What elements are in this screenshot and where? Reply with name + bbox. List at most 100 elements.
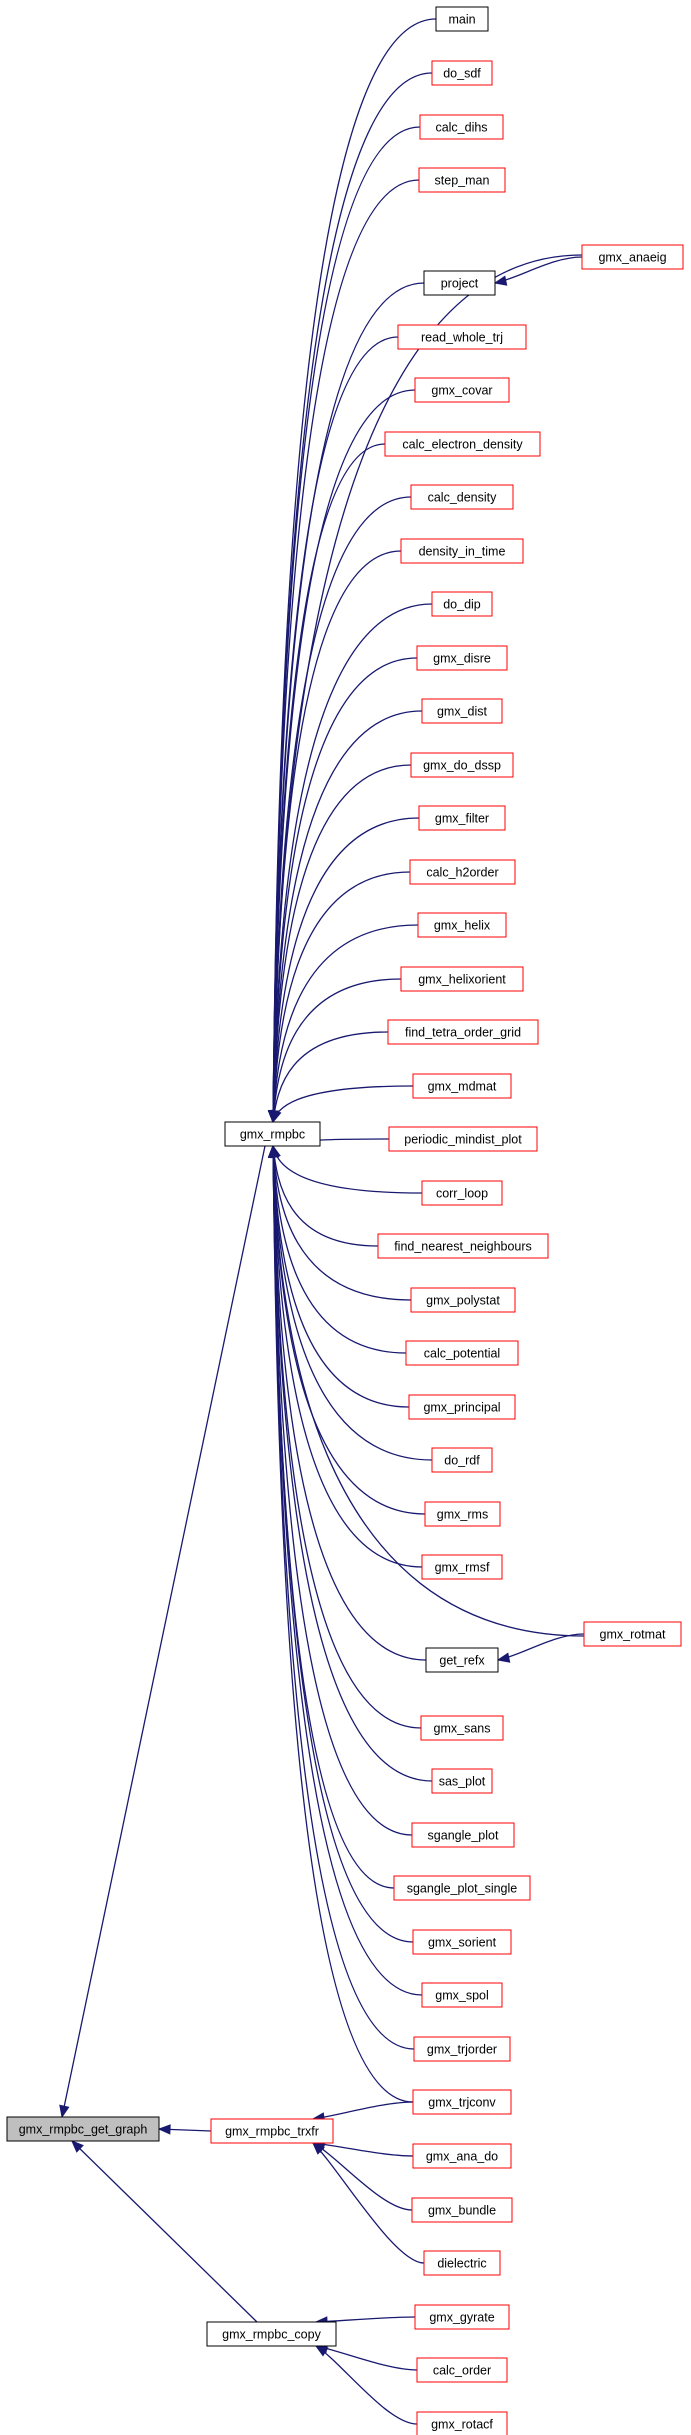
edge-gmx-trjorder-to-gmx-rmpbc: [272, 1145, 415, 2050]
node-gmx-anaeig[interactable]: gmx_anaeig: [581, 244, 684, 270]
node-gmx-filter[interactable]: gmx_filter: [418, 805, 506, 831]
node-calc-dihs[interactable]: calc_dihs: [419, 114, 504, 140]
node-calc-order[interactable]: calc_order: [416, 2357, 508, 2383]
node-box: [410, 752, 514, 778]
node-gmx-principal[interactable]: gmx_principal: [408, 1394, 516, 1420]
node-box: [431, 60, 493, 86]
edge-gmx-rotmat-to-gmx-rmpbc: [272, 1145, 585, 1637]
node-label: gmx_do_dssp: [423, 759, 501, 773]
node-box: [431, 1447, 493, 1473]
node-gmx-rms[interactable]: gmx_rms: [424, 1501, 501, 1527]
node-label: gmx_principal: [423, 1401, 500, 1415]
node-gmx-rotacf[interactable]: gmx_rotacf: [416, 2411, 508, 2435]
node-label: main: [448, 13, 475, 27]
node-label: calc_h2order: [426, 866, 498, 880]
node-box: [393, 1875, 531, 1901]
node-gmx-rmpbc-get-graph: gmx_rmpbc_get_graph: [6, 2116, 160, 2142]
node-get-refx[interactable]: get_refx: [425, 1647, 499, 1673]
node-do-rdf[interactable]: do_rdf: [431, 1447, 493, 1473]
node-do-dip[interactable]: do_dip: [431, 591, 493, 617]
node-gmx-rmpbc[interactable]: gmx_rmpbc: [224, 1121, 321, 1147]
node-label: calc_electron_density: [402, 438, 523, 452]
node-calc-electron-density[interactable]: calc_electron_density: [384, 431, 541, 457]
node-calc-h2order[interactable]: calc_h2order: [409, 859, 516, 885]
edge-gmx-helixorient-to-gmx-rmpbc: [272, 978, 402, 1123]
node-density-in-time[interactable]: density_in_time: [400, 538, 524, 564]
edge-get-refx-to-gmx-rmpbc: [272, 1145, 427, 1661]
edge-gmx-trjconv-to-gmx-rmpbc-arrowhead: [267, 1144, 279, 1158]
node-box: [581, 244, 684, 270]
node-sas-plot[interactable]: sas_plot: [431, 1768, 493, 1794]
node-gmx-trjorder[interactable]: gmx_trjorder: [413, 2036, 511, 2062]
node-box: [435, 6, 489, 32]
node-gmx-helixorient[interactable]: gmx_helixorient: [400, 966, 524, 992]
node-gmx-do-dssp[interactable]: gmx_do_dssp: [410, 752, 514, 778]
node-box: [424, 1501, 501, 1527]
node-label: gmx_dist: [437, 705, 488, 719]
edge-gmx-helix-to-gmx-rmpbc: [272, 924, 419, 1123]
edge-project-to-gmx-rmpbc: [272, 282, 425, 1123]
node-label: gmx_rmpbc_trxfr: [225, 2125, 319, 2139]
node-sgangle-plot[interactable]: sgangle_plot: [411, 1822, 515, 1848]
node-box: [408, 1394, 516, 1420]
node-read-whole-trj[interactable]: read_whole_trj: [397, 324, 527, 350]
edge-do-sdf-to-gmx-rmpbc: [272, 72, 433, 1123]
node-sgangle-plot-single[interactable]: sgangle_plot_single: [393, 1875, 531, 1901]
node-label: find_tetra_order_grid: [405, 1026, 521, 1040]
node-label: gmx_rmpbc: [240, 1128, 305, 1142]
node-gmx-rmpbc-trxfr[interactable]: gmx_rmpbc_trxfr: [210, 2118, 334, 2144]
edge-gmx-trjconv-to-gmx-rmpbc: [272, 1145, 414, 2103]
node-project[interactable]: project: [423, 270, 496, 296]
node-step-man[interactable]: step_man: [418, 167, 506, 193]
node-label: gmx_rmpbc_copy: [222, 2328, 321, 2342]
node-calc-potential[interactable]: calc_potential: [405, 1340, 519, 1366]
node-corr-loop[interactable]: corr_loop: [421, 1180, 503, 1206]
node-dielectric[interactable]: dielectric: [423, 2250, 501, 2276]
node-box: [423, 2250, 501, 2276]
node-label: get_refx: [439, 1654, 485, 1668]
node-calc-density[interactable]: calc_density: [410, 484, 514, 510]
node-box: [416, 2411, 508, 2435]
node-box: [411, 2197, 513, 2223]
node-label: sgangle_plot_single: [407, 1882, 518, 1896]
node-gmx-dist[interactable]: gmx_dist: [421, 698, 503, 724]
node-label: gmx_ana_do: [426, 2150, 498, 2164]
node-box: [397, 324, 527, 350]
node-gmx-sans[interactable]: gmx_sans: [420, 1715, 504, 1741]
node-gmx-ana-do[interactable]: gmx_ana_do: [412, 2143, 512, 2169]
node-label: gmx_bundle: [428, 2204, 496, 2218]
node-box: [420, 1715, 504, 1741]
node-box: [417, 912, 507, 938]
node-label: calc_potential: [424, 1347, 500, 1361]
node-gmx-disre[interactable]: gmx_disre: [416, 645, 508, 671]
node-gmx-rotmat[interactable]: gmx_rotmat: [583, 1621, 682, 1647]
edge-gmx-rotmat-to-get-refx: [497, 1633, 585, 1661]
node-main[interactable]: main: [435, 6, 489, 32]
edge-gmx-principal-to-gmx-rmpbc: [272, 1145, 410, 1408]
node-gmx-rmpbc-copy[interactable]: gmx_rmpbc_copy: [206, 2321, 337, 2347]
node-gmx-bundle[interactable]: gmx_bundle: [411, 2197, 513, 2223]
node-gmx-trjconv[interactable]: gmx_trjconv: [412, 2089, 512, 2115]
node-find-nearest-neighbours[interactable]: find_nearest_neighbours: [377, 1233, 549, 1259]
node-box: [431, 591, 493, 617]
node-gmx-mdmat[interactable]: gmx_mdmat: [412, 1073, 512, 1099]
node-label: calc_density: [428, 491, 498, 505]
node-gmx-rmsf[interactable]: gmx_rmsf: [421, 1554, 503, 1580]
node-gmx-spol[interactable]: gmx_spol: [421, 1982, 503, 2008]
edge-gmx-disre-to-gmx-rmpbc: [272, 657, 418, 1123]
edge-gmx-rmpbc-copy-to-gmx-rmpbc-get-graph-arrowhead: [71, 2140, 84, 2153]
node-box: [583, 1621, 682, 1647]
edge-gmx-trjconv-to-gmx-rmpbc-trxfr: [312, 2101, 414, 2120]
node-gmx-polystat[interactable]: gmx_polystat: [410, 1287, 516, 1313]
node-do-sdf[interactable]: do_sdf: [431, 60, 493, 86]
node-find-tetra-order-grid[interactable]: find_tetra_order_grid: [387, 1019, 539, 1045]
node-gmx-helix[interactable]: gmx_helix: [417, 912, 507, 938]
graph-edges: [59, 18, 585, 2425]
node-gmx-covar[interactable]: gmx_covar: [414, 377, 510, 403]
node-gmx-gyrate[interactable]: gmx_gyrate: [414, 2304, 510, 2330]
node-gmx-sorient[interactable]: gmx_sorient: [412, 1929, 512, 1955]
edge-gmx-gyrate-to-gmx-rmpbc-copy: [315, 2316, 416, 2323]
edge-gmx-anaeig-to-project: [494, 256, 583, 284]
node-box: [418, 805, 506, 831]
node-periodic-mindist-plot[interactable]: periodic_mindist_plot: [388, 1126, 538, 1152]
